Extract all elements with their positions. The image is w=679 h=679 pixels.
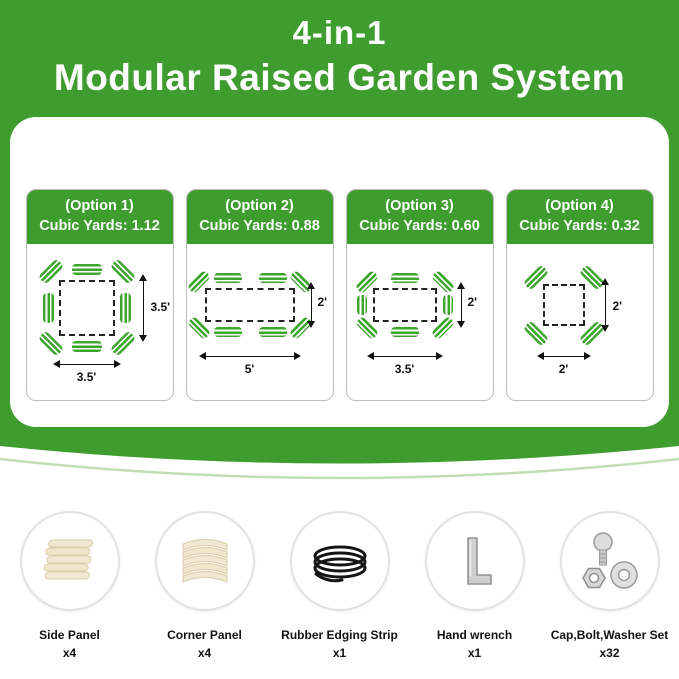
option-3-cubic-yards: Cubic Yards: 0.60 xyxy=(359,218,480,235)
option-4-header: (Option 4) Cubic Yards: 0.32 xyxy=(506,190,653,244)
option-3-header: (Option 3) Cubic Yards: 0.60 xyxy=(346,190,493,244)
side-panel-icon xyxy=(43,539,93,580)
rubber-edging-strip-icon xyxy=(313,545,366,582)
width-dimension-label: 3.5' xyxy=(76,369,97,384)
part-label: Corner Panel xyxy=(167,627,242,642)
height-dimension-label: 2' xyxy=(467,294,478,309)
side-panel-piece xyxy=(71,340,102,352)
height-dimension-arrow xyxy=(456,281,465,328)
side-panel-piece xyxy=(42,292,54,323)
part-qty: x32 xyxy=(599,646,620,661)
option-2-diagram: 2' 5' xyxy=(186,244,333,400)
infographic-page: 4-in-1 Modular Raised Garden System (Opt… xyxy=(0,0,679,663)
option-3-diagram: 2' 3.5' xyxy=(347,244,493,400)
part-item-corner-panel: Corner Panel x4 xyxy=(141,510,268,663)
part-label: Rubber Edging Strip xyxy=(281,627,398,642)
width-dimension-label: 5' xyxy=(244,361,255,376)
side-panel-piece xyxy=(119,292,131,323)
part-item-rubber-strip: Rubber Edging Strip x1 xyxy=(276,510,403,663)
header-section: 4-in-1 Modular Raised Garden System (Opt… xyxy=(0,0,679,441)
options-panel: (Option 1) Cubic Yards: 1.12 xyxy=(10,117,669,427)
bed-outline xyxy=(542,283,585,326)
curve-divider xyxy=(0,440,679,479)
width-dimension-label: 2' xyxy=(558,361,569,376)
width-dimension-arrow xyxy=(536,352,591,361)
option-4-cubic-yards: Cubic Yards: 0.32 xyxy=(519,218,640,235)
cap-bolt-washer-icon xyxy=(581,531,638,589)
part-label: Hand wrench xyxy=(436,627,513,642)
option-card-1: (Option 1) Cubic Yards: 1.12 xyxy=(25,189,174,401)
part-item-side-panel: Side Panel x4 xyxy=(6,510,133,663)
part-circle xyxy=(154,510,255,611)
height-dimension-arrow xyxy=(306,281,315,328)
part-item-hand-wrench: Hand wrench x1 xyxy=(411,510,538,663)
hand-wrench-icon xyxy=(466,536,492,585)
bed-outline xyxy=(372,287,437,322)
side-panel-piece xyxy=(258,326,287,337)
side-panel-piece xyxy=(356,294,367,315)
side-panel-piece xyxy=(442,294,453,315)
height-dimension-label: 2' xyxy=(612,298,623,313)
side-panel-piece xyxy=(71,263,102,275)
part-circle xyxy=(19,510,120,611)
width-dimension-arrow xyxy=(198,352,301,361)
width-dimension-arrow xyxy=(366,352,443,361)
corner-panel-icon xyxy=(182,538,227,583)
part-item-hardware-set: Cap,Bolt,Washer Set x32 xyxy=(546,510,673,663)
side-panel-piece xyxy=(213,326,242,337)
side-panel-piece xyxy=(390,326,419,337)
bed-outline xyxy=(58,279,115,336)
option-card-3: (Option 3) Cubic Yards: 0.60 xyxy=(345,189,494,401)
width-dimension-arrow xyxy=(52,360,121,369)
height-dimension-arrow xyxy=(138,273,147,342)
option-2-cubic-yards: Cubic Yards: 0.88 xyxy=(199,218,320,235)
part-qty: x4 xyxy=(197,646,212,661)
side-panel-piece xyxy=(213,272,242,283)
option-4-diagram: 2' 2' xyxy=(507,244,653,400)
option-card-2: (Option 2) Cubic Yards: 0.88 xyxy=(185,189,334,401)
option-2-header: (Option 2) Cubic Yards: 0.88 xyxy=(186,190,333,244)
height-dimension-label: 3.5' xyxy=(150,299,171,314)
part-qty: x4 xyxy=(62,646,77,661)
title-line-1: 4-in-1 xyxy=(292,14,387,51)
side-panel-piece xyxy=(390,272,419,283)
part-label: Cap,Bolt,Washer Set xyxy=(550,627,669,642)
part-circle xyxy=(424,510,525,611)
part-label: Side Panel xyxy=(39,627,100,642)
option-1-title: (Option 1) xyxy=(65,198,134,215)
part-qty: x1 xyxy=(467,646,482,661)
option-1-header: (Option 1) Cubic Yards: 1.12 xyxy=(26,190,173,244)
parts-list: Side Panel x4 Corner Panel x4 xyxy=(0,484,679,663)
page-title: Modular Raised Garden System xyxy=(53,56,626,98)
option-1-diagram: 3.5' 3.5' xyxy=(27,244,173,400)
width-dimension-label: 3.5' xyxy=(394,361,415,376)
option-4-title: (Option 4) xyxy=(545,198,614,215)
part-circle xyxy=(289,510,390,611)
options-row: (Option 1) Cubic Yards: 1.12 xyxy=(10,189,669,401)
option-1-cubic-yards: Cubic Yards: 1.12 xyxy=(39,218,160,235)
side-panel-piece xyxy=(258,272,287,283)
option-2-title: (Option 2) xyxy=(225,198,294,215)
option-3-title: (Option 3) xyxy=(385,198,454,215)
part-circle xyxy=(559,510,660,611)
part-qty: x1 xyxy=(332,646,347,661)
height-dimension-label: 2' xyxy=(317,294,328,309)
bed-outline xyxy=(204,287,295,322)
option-card-4: (Option 4) Cubic Yards: 0.32 2' 2' xyxy=(505,189,654,401)
height-dimension-arrow xyxy=(600,277,609,332)
